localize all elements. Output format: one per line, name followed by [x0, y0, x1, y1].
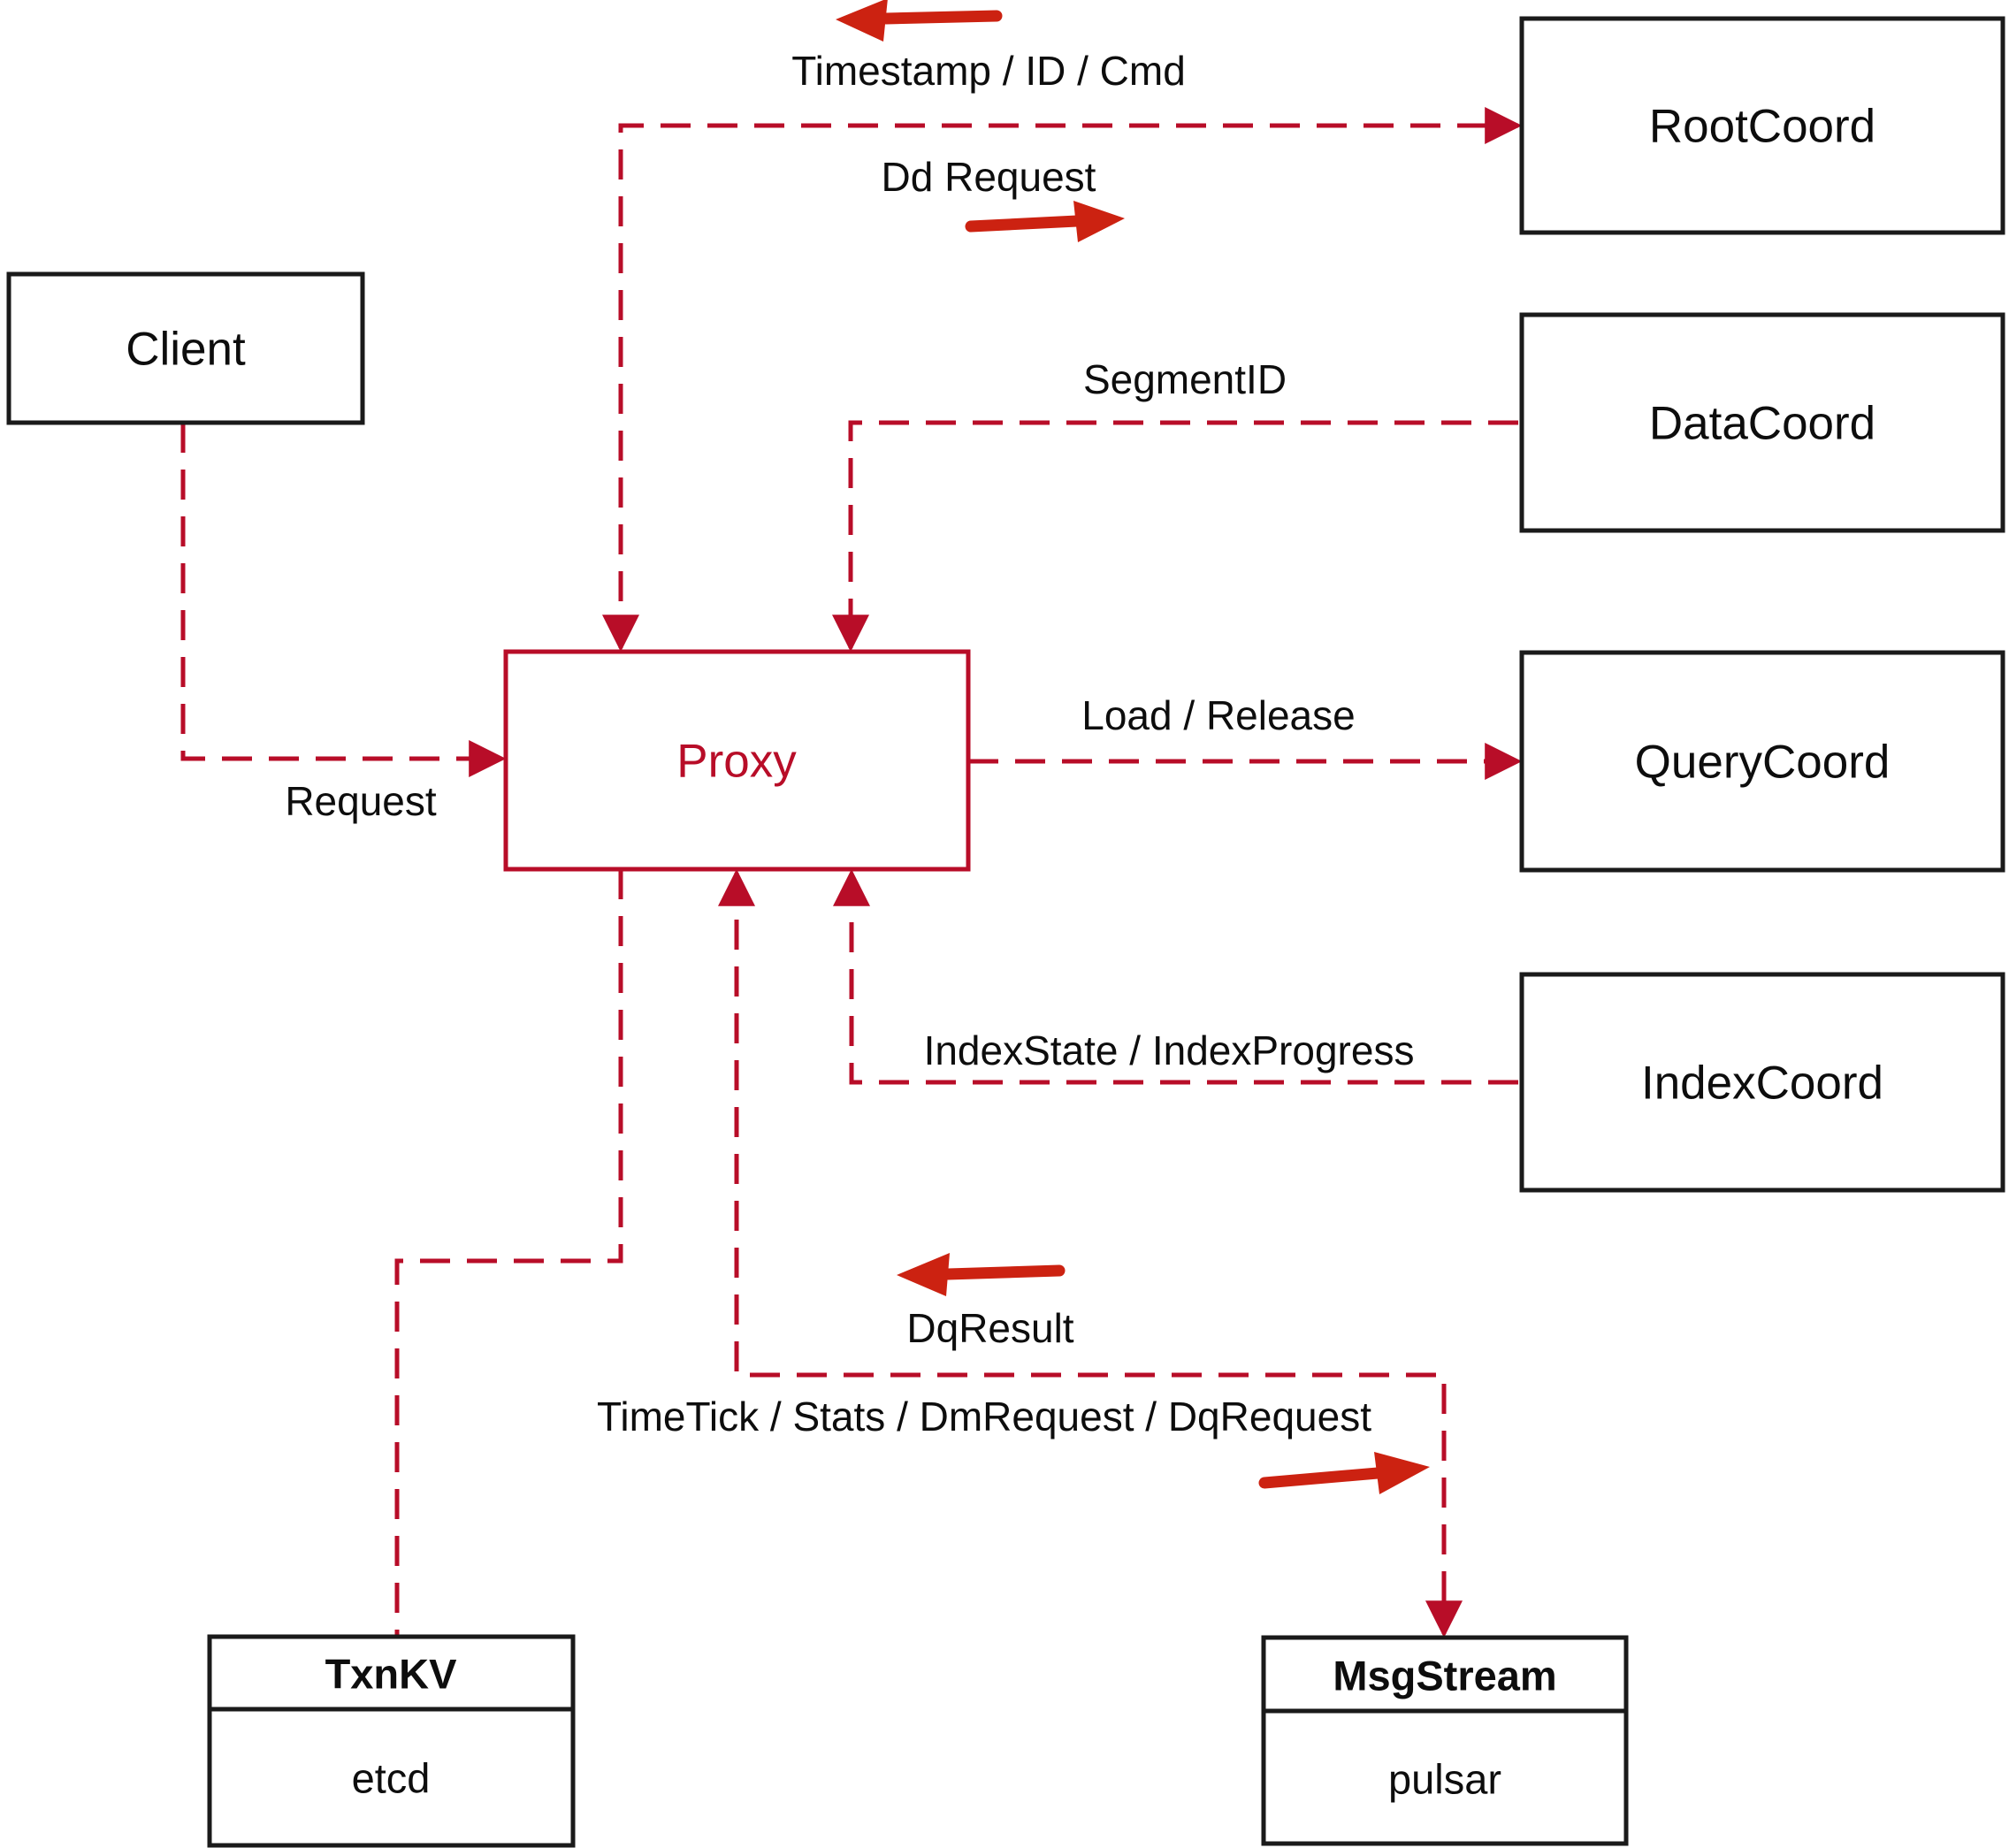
edge-label-timestamp: Timestamp / ID / Cmd — [791, 48, 1186, 94]
edge-datacoord-to-proxy — [832, 420, 1518, 653]
edge-proxy-msgstream — [718, 868, 1463, 1638]
edge-label-time-tick: TimeTick / Stats / DmRequest / DqRequest — [597, 1394, 1371, 1439]
arrow-right-dd-request — [965, 201, 1125, 242]
arrow-left-dq-result — [897, 1253, 1066, 1296]
edge-label-dd-request: Dd Request — [882, 154, 1096, 200]
arrow-right-time-tick — [1258, 1452, 1430, 1494]
node-client-label: Client — [126, 324, 246, 376]
node-txnkv-title: TxnKV — [325, 1651, 458, 1698]
node-txnkv-subtitle: etcd — [352, 1755, 431, 1802]
node-querycoord-label: QueryCoord — [1635, 737, 1891, 789]
edge-label-load-release: Load / Release — [1081, 692, 1355, 738]
edge-label-dq-result: DqResult — [906, 1305, 1073, 1351]
node-datacoord-label: DataCoord — [1649, 398, 1875, 450]
node-msgstream: MsgStream pulsar — [1261, 1635, 1629, 1846]
node-proxy: Proxy — [503, 649, 971, 872]
node-client: Client — [6, 271, 365, 425]
node-querycoord: QueryCoord — [1519, 650, 2005, 873]
edge-label-segment-id: SegmentID — [1083, 356, 1287, 402]
edge-client-to-proxy — [180, 423, 507, 777]
node-proxy-label: Proxy — [676, 736, 797, 788]
node-rootcoord: RootCoord — [1519, 16, 2005, 235]
node-indexcoord-label: IndexCoord — [1641, 1058, 1883, 1110]
node-msgstream-subtitle: pulsar — [1388, 1756, 1501, 1803]
edge-proxy-rootcoord — [602, 107, 1523, 653]
edge-proxy-to-txnkv — [394, 869, 623, 1637]
node-msgstream-title: MsgStream — [1333, 1653, 1556, 1699]
edge-label-request: Request — [285, 778, 437, 824]
edge-label-index-state: IndexState / IndexProgress — [924, 1027, 1415, 1073]
node-datacoord: DataCoord — [1519, 312, 2005, 533]
node-txnkv: TxnKV etcd — [207, 1634, 576, 1848]
arrow-left-timestamp — [836, 0, 1003, 42]
node-indexcoord: IndexCoord — [1519, 972, 2005, 1193]
node-rootcoord-label: RootCoord — [1649, 101, 1875, 153]
